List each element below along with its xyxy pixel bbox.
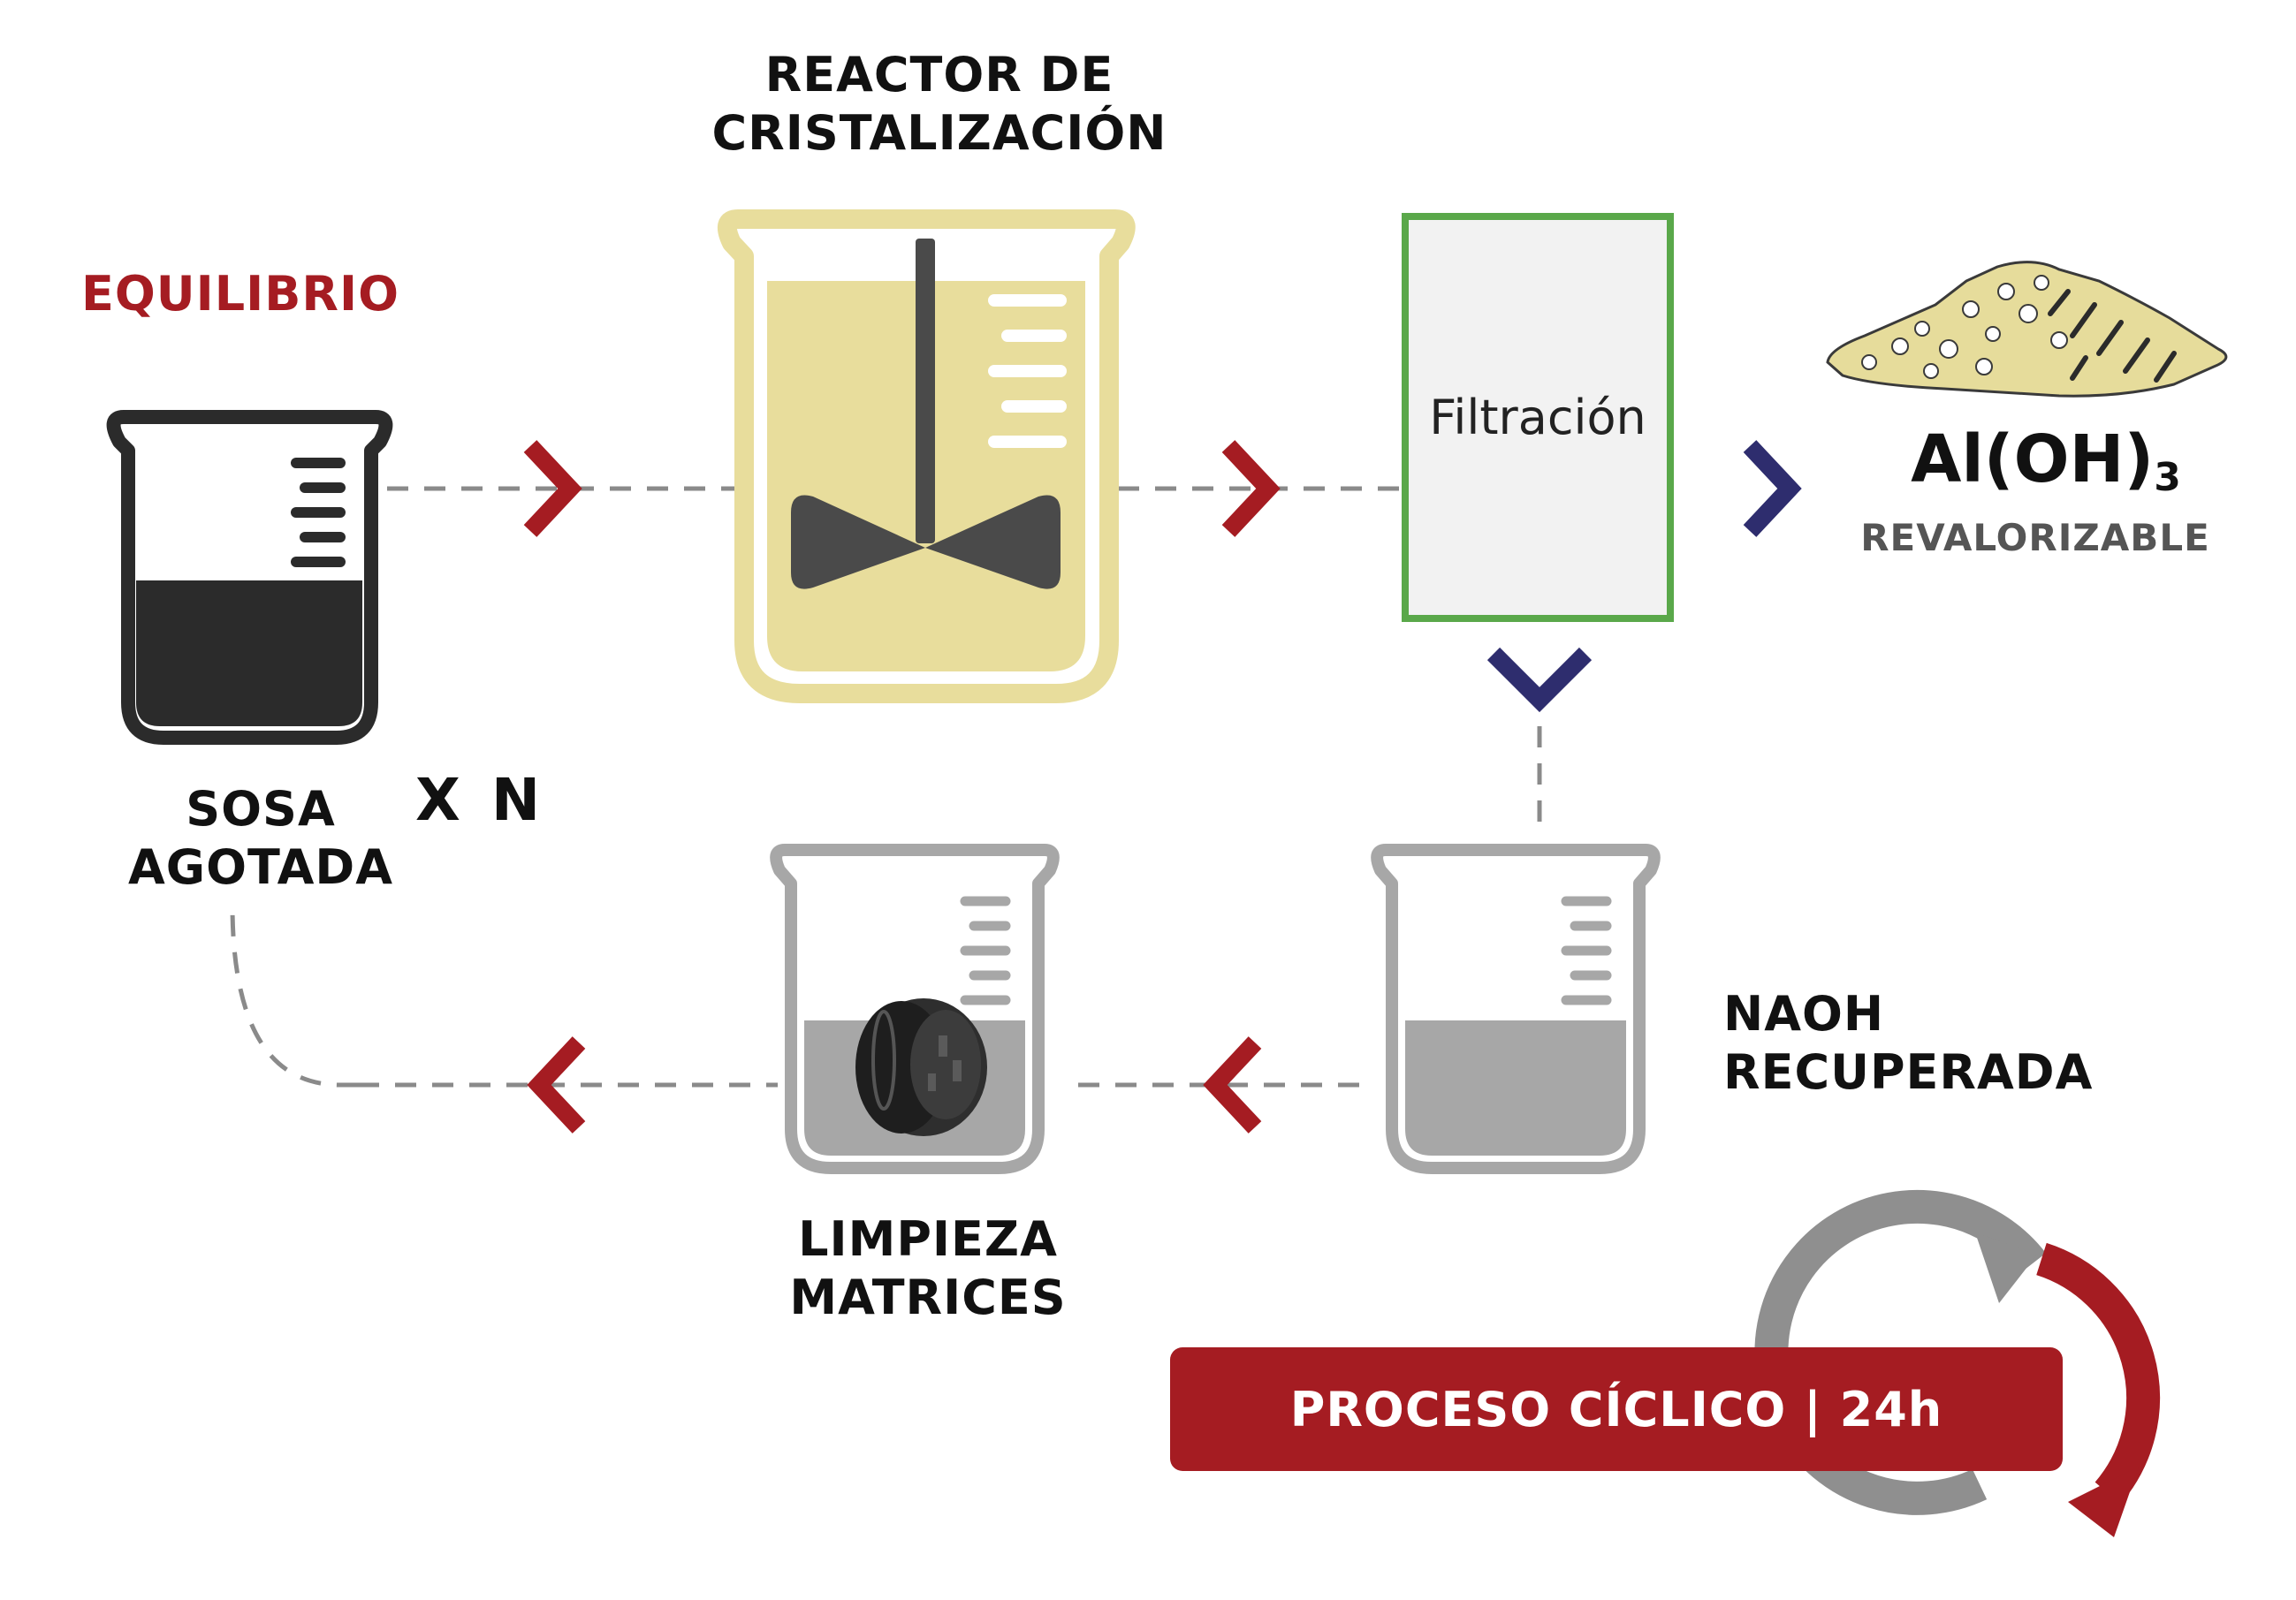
cleaning-label: LIMPIEZA MATRICES <box>789 1210 1066 1327</box>
spent-soda-line2: AGOTADA <box>127 838 394 895</box>
process-cycle-banner: PROCESO CÍCLICO | 24h <box>1170 1347 2063 1471</box>
chevron-right-icon <box>1743 440 1802 537</box>
connector-return-curve <box>230 909 358 1088</box>
recovered-naoh-label: NAOH RECUPERADA <box>1723 985 2093 1102</box>
recovered-line2: RECUPERADA <box>1723 1043 2094 1100</box>
reactor-title: REACTOR DE CRISTALIZACIÓN <box>712 46 1167 163</box>
filter-matrix-icon <box>855 998 987 1136</box>
beaker-icon <box>1371 844 1661 1174</box>
product-formula-main: Al(OH) <box>1911 421 2155 497</box>
product-note: REVALORIZABLE <box>1860 516 2210 559</box>
powder-pile-icon <box>1826 261 2228 398</box>
chevron-left-icon <box>527 1036 586 1134</box>
beaker-icon <box>106 410 393 745</box>
chevron-right-icon <box>1221 440 1281 537</box>
reactor-title-line2: CRISTALIZACIÓN <box>711 104 1167 161</box>
chevron-down-icon <box>1486 647 1593 713</box>
spent-soda-label: SOSA AGOTADA <box>128 780 393 897</box>
spent-soda-line1: SOSA <box>186 781 336 837</box>
cleaning-line1: LIMPIEZA <box>798 1211 1058 1267</box>
filtration-label: Filtración <box>1429 390 1646 445</box>
dashed-connectors <box>230 486 1542 1088</box>
recovered-line1: NAOH <box>1723 986 1885 1042</box>
chevron-right-icon <box>523 440 582 537</box>
multiplier-label: X N <box>415 766 546 834</box>
reactor-beaker-icon <box>717 209 1136 703</box>
product-formula: Al(OH)3 <box>1911 420 2181 502</box>
product-formula-subscript: 3 <box>2154 455 2181 500</box>
cleaning-line2: MATRICES <box>789 1269 1067 1325</box>
cycle-arrows-icon <box>1754 1189 2161 1537</box>
reactor-title-line1: REACTOR DE <box>764 47 1114 102</box>
stirrer-icon <box>791 239 1061 589</box>
chevron-left-icon <box>1203 1036 1262 1134</box>
beaker-icon <box>770 844 1060 1174</box>
filter-box <box>1402 213 1674 622</box>
equilibrium-label: EQUILIBRIO <box>81 266 399 322</box>
